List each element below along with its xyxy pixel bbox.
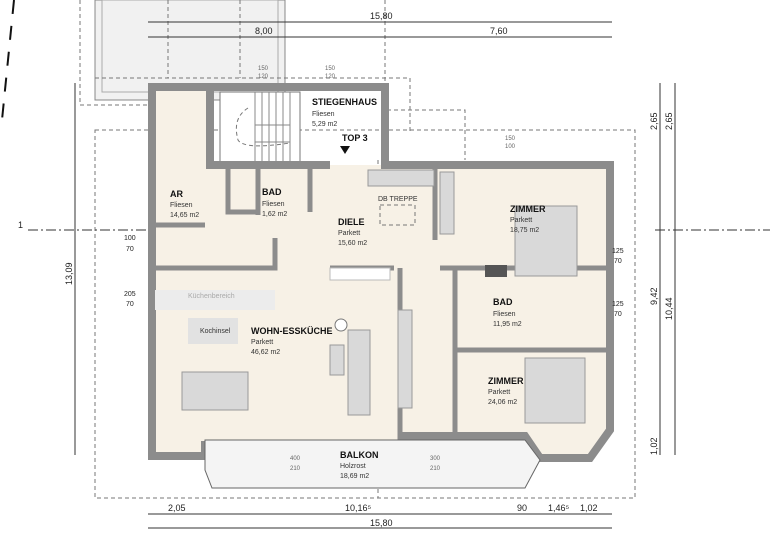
dim-bottom: 10,16⁵ [345,503,372,513]
room-ar: AR Fliesen 14,65 m2 [170,189,199,219]
window-height: 120 [258,74,269,80]
dim-right: 9,42 [649,287,659,305]
window-height: 70 [614,311,622,318]
room-name: WOHN-ESSKÜCHE [251,326,333,336]
room-area: 14,65 m2 [170,212,199,219]
window-width: 150 [258,66,269,72]
dim-bottom: 2,05 [168,503,186,513]
window-width: 100 [124,235,136,242]
room-area: 24,06 m2 [488,399,517,406]
room-floor: Fliesen [312,111,335,118]
dim-top-left: 8,00 [255,26,273,36]
room-floor: Fliesen [262,201,285,208]
room-name: DIELE [338,217,365,227]
window-width: 205 [124,291,136,298]
room-floor: Parkett [510,217,532,224]
window-height: 100 [505,144,516,150]
window-height: 70 [614,258,622,265]
dim-top-total: 15,80 [370,11,393,21]
staircase [219,91,301,163]
room-zimmer-2: ZIMMER Parkett 24,06 m2 [488,376,524,406]
window-width: 125 [612,248,624,255]
window-width: 125 [612,301,624,308]
room-area: 15,60 m2 [338,240,367,247]
room-floor: Holzrost [340,463,366,470]
dim-right: 2,65 [649,112,659,130]
room-name: BALKON [340,450,379,460]
kitchen-area-label: Küchenbereich [188,293,235,300]
dim-right: 1,02 [649,437,659,455]
window-width: 400 [290,456,301,462]
section-marker: 1 [18,220,23,230]
kitchen-island-label: Kochinsel [200,328,231,335]
room-floor: Fliesen [170,202,193,209]
dimensions: 15,80 8,00 7,60 2,05 10,16⁵ 90 1,46⁵ 1,0… [18,11,676,529]
room-name: ZIMMER [510,204,546,214]
window-width: 300 [430,456,441,462]
room-name: BAD [262,187,282,197]
room-zimmer-1: ZIMMER Parkett 18,75 m2 [510,204,546,234]
room-name: ZIMMER [488,376,524,386]
room-name: AR [170,189,183,199]
entrance-arrow-icon [340,146,350,154]
window-height: 210 [430,466,441,472]
window-width: 150 [505,136,516,142]
room-diele: DIELE Parkett 15,60 m2 [338,217,367,247]
room-floor: Fliesen [493,311,516,318]
room-floor: Parkett [338,230,360,237]
dim-top-right: 7,60 [490,26,508,36]
db-treppe-label: DB TREPPE [378,196,418,203]
room-area: 18,75 m2 [510,227,539,234]
balcony [204,439,541,489]
room-name: BAD [493,297,513,307]
room-area: 18,69 m2 [340,473,369,480]
room-area: 46,62 m2 [251,349,280,356]
room-area: 1,62 m2 [262,211,287,218]
room-area: 5,29 m2 [312,121,337,128]
room-wohn-esskueche: WOHN-ESSKÜCHE Parkett 46,62 m2 [251,326,333,356]
dim-right: 10,44 [664,297,674,320]
window-height: 70 [126,246,134,253]
window-labels: 150 120 150 120 150 100 100 70 205 70 12… [124,66,624,472]
window-width: 150 [325,66,336,72]
room-balkon: BALKON Holzrost 18,69 m2 [340,450,379,480]
dim-bottom-total: 15,80 [370,518,393,528]
window-height: 120 [325,74,336,80]
window-height: 70 [126,301,134,308]
room-stiegenhaus: STIEGENHAUS Fliesen 5,29 m2 [312,97,377,128]
dim-bottom: 1,46⁵ [548,503,570,513]
window-height: 210 [290,466,301,472]
room-name: STIEGENHAUS [312,97,377,107]
room-bad-small: BAD Fliesen 1,62 m2 [262,187,287,218]
dim-right: 2,65 [664,112,674,130]
dim-bottom: 1,02 [580,503,598,513]
room-floor: Parkett [488,389,510,396]
unit-label: TOP 3 [342,133,368,143]
room-floor: Parkett [251,339,273,346]
dim-left-total: 13,09 [64,262,74,285]
room-area: 11,95 m2 [493,321,522,328]
dim-bottom: 90 [517,503,527,513]
room-bad: BAD Fliesen 11,95 m2 [493,297,522,328]
